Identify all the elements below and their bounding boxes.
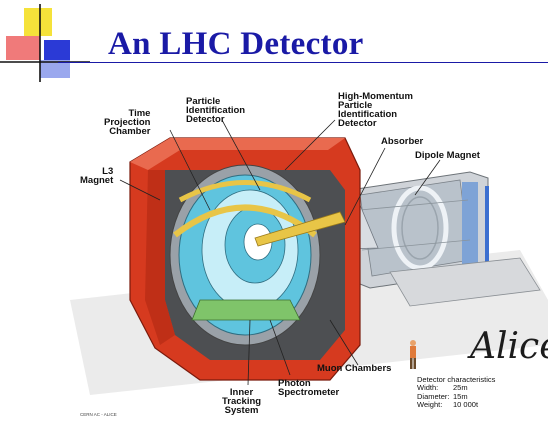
label-high-momentum-pid: High-Momentum Particle Identification De… [338, 91, 413, 129]
label-inner-tracking-system: Inner Tracking System [222, 387, 262, 416]
label-photon-spectrometer: Photon Spectrometer [278, 378, 340, 398]
deco-lightblue-square [40, 60, 70, 78]
slide-title: An LHC Detector [108, 26, 364, 62]
detector-characteristics: Detector characteristics Width: 25m Diame… [417, 375, 496, 409]
spec-row: Diameter:15m [417, 391, 495, 401]
spec-value: 10 000t [453, 399, 479, 409]
label-particle-identification-detector: Particle Identification Detector [186, 96, 246, 125]
image-credit: CERN AC - ALICE [80, 412, 117, 417]
title-underline [58, 62, 548, 63]
spec-row: Weight: 10 000t [417, 399, 495, 409]
spec-value: 15m [453, 391, 468, 401]
person-figure [410, 340, 416, 369]
spec-row: Width: 25m [417, 383, 495, 393]
specs-heading: Detector characteristics [417, 375, 496, 384]
label-l3-magnet: L3 Magnet [80, 166, 114, 186]
inner-detector-barrel [169, 164, 321, 346]
spec-key: Diameter: [417, 391, 450, 401]
spec-key: Weight: [417, 399, 443, 409]
spec-key: Width: [417, 383, 439, 393]
deco-yellow-square [24, 8, 52, 36]
label-muon-chambers: Muon Chambers [317, 363, 392, 374]
label-leader-lines [119, 119, 441, 386]
label-time-projection-chamber: Time Projection Chamber [104, 108, 151, 137]
label-absorber: Absorber [381, 136, 424, 147]
beam-pipe [254, 211, 346, 247]
label-dipole-magnet: Dipole Magnet [415, 150, 480, 161]
deco-red-square [6, 36, 40, 60]
alice-logo: Alice [470, 326, 548, 367]
spec-value: 25m [453, 383, 468, 393]
dipole-magnet-assembly [349, 171, 541, 307]
